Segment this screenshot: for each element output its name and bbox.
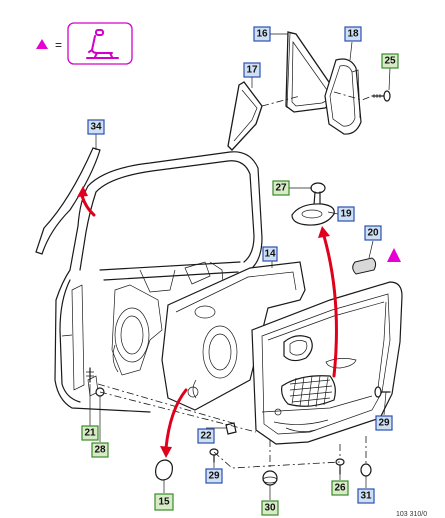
- callout-29-right: 29: [375, 415, 393, 431]
- legend-triangle-icon: [36, 39, 48, 49]
- svg-text:30: 30: [264, 503, 276, 514]
- callouts: 14 15 16 17 18 19 20 21: [81, 26, 399, 516]
- part-14-moisture-barrier: [161, 261, 306, 411]
- callout-28: 28: [91, 442, 109, 458]
- svg-text:26: 26: [334, 483, 346, 494]
- door-shell: [54, 151, 263, 413]
- callout-14: 14: [262, 246, 278, 262]
- callout-22: 22: [197, 428, 215, 444]
- svg-text:34: 34: [90, 122, 102, 133]
- callout-25: 25: [381, 53, 399, 69]
- part-19-knob-bezel: [291, 203, 335, 226]
- part-20-pad: [352, 257, 377, 275]
- part-15-cover: [155, 459, 173, 481]
- svg-text:25: 25: [384, 56, 396, 67]
- legend: =: [36, 22, 133, 65]
- svg-text:18: 18: [347, 29, 359, 40]
- part-18-mirror-cover: [324, 58, 362, 135]
- callout-30: 30: [261, 500, 279, 516]
- part-31-cap: [360, 463, 372, 477]
- install-arrows: [77, 186, 338, 458]
- callout-21: 21: [81, 425, 99, 441]
- part-25-screw: [371, 90, 391, 102]
- svg-text:15: 15: [158, 497, 170, 508]
- svg-text:28: 28: [94, 445, 106, 456]
- svg-text:20: 20: [367, 228, 379, 239]
- part-34-weatherstrip: [35, 147, 101, 255]
- callout-34: 34: [87, 119, 105, 135]
- leader-lines: [89, 33, 391, 500]
- callout-17: 17: [243, 62, 261, 78]
- svg-text:19: 19: [340, 209, 352, 220]
- part-17-quarter-glass: [227, 81, 263, 151]
- callout-31: 31: [357, 488, 375, 504]
- alignment-lines: [97, 91, 373, 470]
- svg-text:14: 14: [264, 249, 276, 260]
- legend-equals-sign: =: [55, 38, 62, 52]
- svg-text:29: 29: [208, 471, 220, 482]
- callout-15: 15: [154, 493, 174, 511]
- svg-text:17: 17: [246, 65, 258, 76]
- seat-reference-triangle-icon: [387, 248, 401, 262]
- svg-text:22: 22: [200, 431, 212, 442]
- svg-text:27: 27: [275, 183, 287, 194]
- callout-18: 18: [344, 26, 362, 42]
- part-26-screw: [335, 458, 345, 475]
- callout-20: 20: [364, 225, 382, 241]
- part-30-cap: [262, 470, 278, 486]
- part-22-clip: [225, 422, 237, 435]
- callout-16: 16: [253, 26, 271, 42]
- legend-seat-box: [67, 22, 133, 65]
- callout-29-lower: 29: [205, 468, 223, 484]
- svg-text:16: 16: [256, 29, 268, 40]
- callout-27: 27: [272, 180, 290, 196]
- callout-26: 26: [331, 480, 349, 496]
- svg-text:29: 29: [378, 418, 390, 429]
- part-29-screw-lower-left: [209, 448, 219, 463]
- callout-19: 19: [337, 206, 355, 222]
- svg-text:31: 31: [360, 491, 372, 502]
- part-21-clip: [86, 367, 94, 383]
- part-27-lock-knob: [310, 182, 326, 206]
- door-trim-panel: [251, 281, 403, 445]
- part-29-screw-right: [374, 386, 391, 398]
- seat-icon: [86, 29, 119, 59]
- reference-code: 103 310/0: [396, 511, 427, 518]
- svg-text:21: 21: [84, 428, 96, 439]
